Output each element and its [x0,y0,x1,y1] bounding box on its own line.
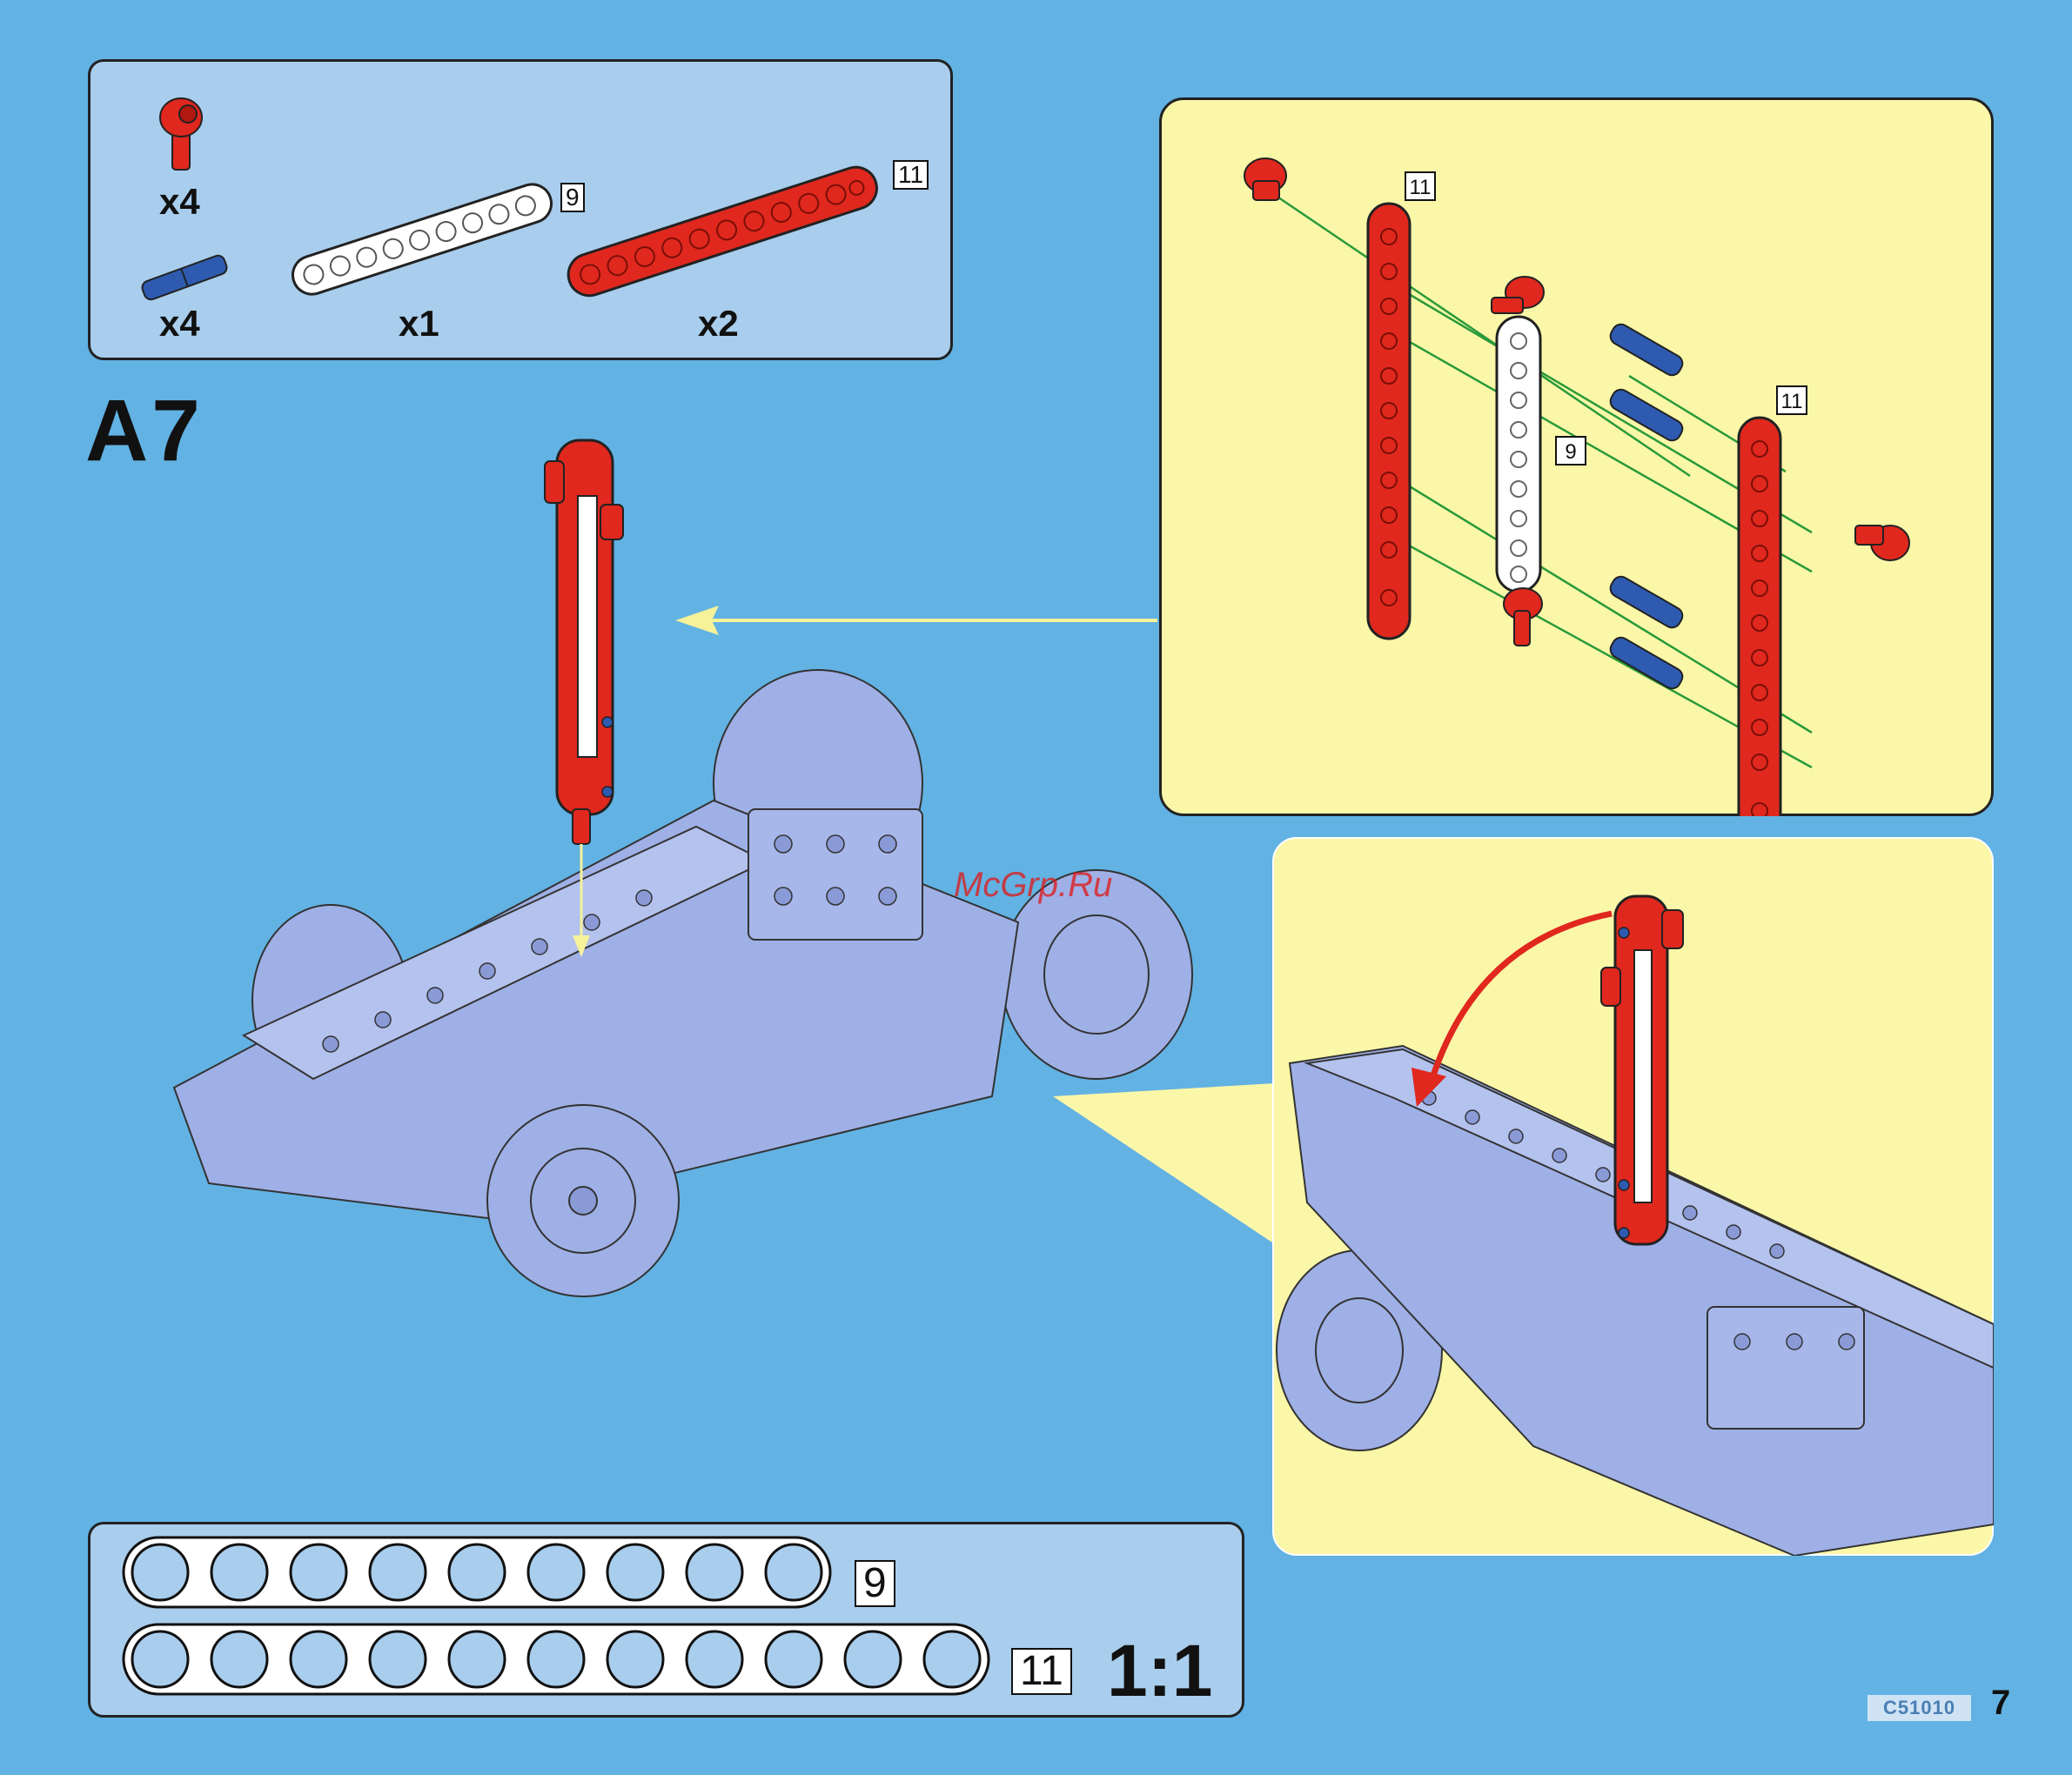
scale-rulers [122,1536,990,1696]
ruler-9-length: 9 [855,1560,895,1607]
white-beam-length: 9 [560,183,585,212]
white-beam-qty: x1 [399,303,439,344]
vertical-red-beam [544,439,624,845]
ruler-11-length: 11 [1011,1648,1072,1695]
red-beam-icon [567,165,878,298]
white-beam-icon [292,183,553,296]
page-number: 7 [1991,1684,2011,1722]
product-code-badge: C51010 [1867,1695,1972,1721]
ruler-11 [122,1623,990,1696]
step-label: A7 [85,382,204,479]
ruler-9 [122,1536,832,1609]
chassis-assembly-diagram [172,439,1193,1297]
right-beam-length-label: 11 [1781,390,1803,413]
callout-arrow [675,606,1157,635]
blue-pin-qty: x4 [159,303,200,344]
red-connector-qty: x4 [159,181,200,222]
red-beam-qty: x2 [698,303,739,344]
red-connector-icon [1244,157,1287,201]
red-beam-length: 11 [893,160,929,190]
left-beam-length-label: 11 [1410,176,1432,199]
exploded-assembly-diagram: 11 9 11 [1244,157,1910,816]
red-connector-icon [159,97,203,171]
watermark: McGrp.Ru [954,866,1113,904]
scale-label: 1:1 [1107,1630,1213,1711]
callout-pointer [1053,1083,1275,1244]
blue-pin-icon [141,254,228,301]
white-beam-length-label: 9 [1565,440,1576,464]
installed-view-diagram [1276,894,1994,1556]
